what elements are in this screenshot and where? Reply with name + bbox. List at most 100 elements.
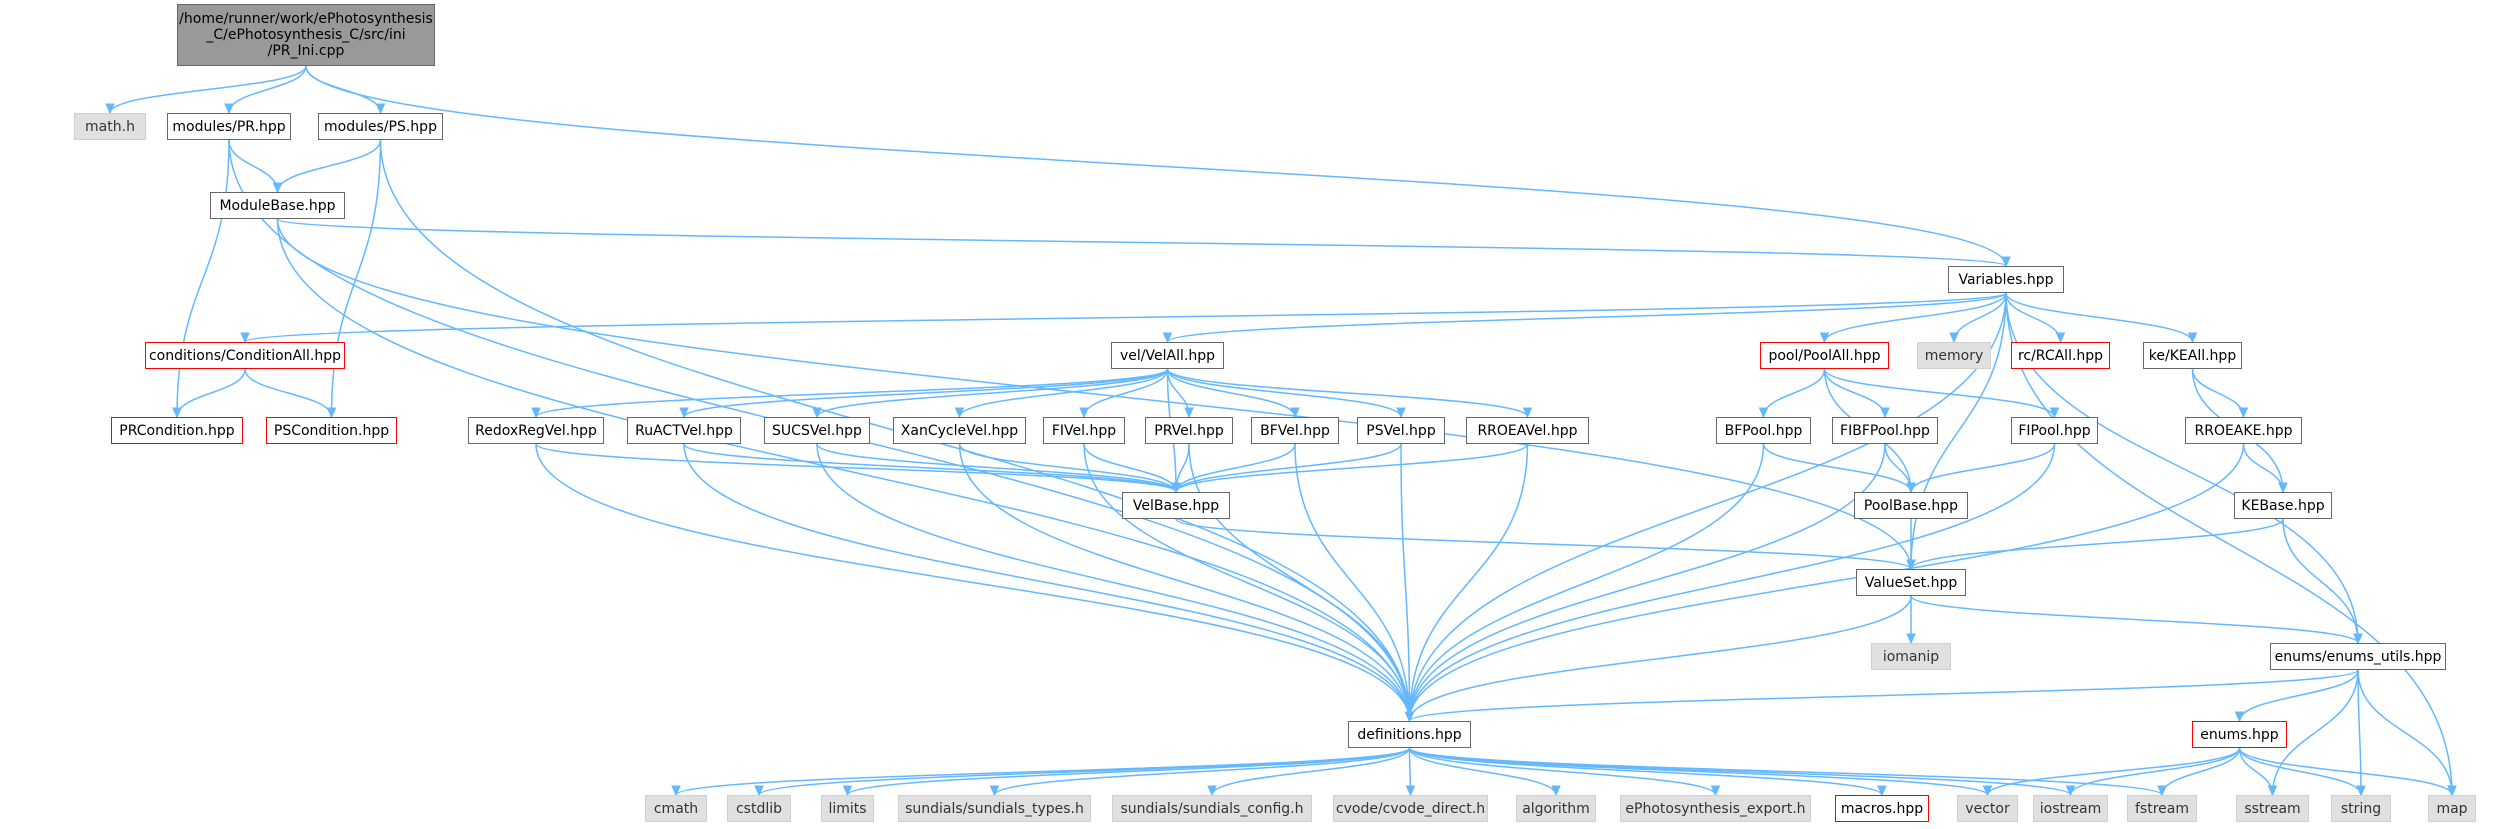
- edge-arrowhead-definitions-to-limits: [842, 785, 853, 797]
- edge-definitions-to-fstream: [1408, 747, 2163, 796]
- modulebase-node[interactable]: ModuleBase.hpp: [210, 192, 345, 219]
- edge-variables-to-poolall: [1823, 292, 2007, 343]
- edge-kebase-to-enums_utils: [2282, 518, 2359, 644]
- edge-velall-to-sucsvel: [816, 368, 1169, 418]
- edge-poolall-to-fipool: [1823, 368, 2056, 418]
- edge-enums_utils-to-map: [2357, 669, 2453, 796]
- edge-variables-to-definitions: [1408, 292, 2007, 722]
- edge-modulebase-to-variables: [276, 218, 2007, 267]
- rc-all-node[interactable]: rc/RCAll.hpp: [2011, 342, 2110, 369]
- ke-base-node[interactable]: KEBase.hpp: [2234, 492, 2332, 519]
- rroea-vel-node[interactable]: RROEAVel.hpp: [1466, 417, 1589, 444]
- rroea-ke-node[interactable]: RROEAKE.hpp: [2185, 417, 2302, 444]
- edge-arrowhead-definitions-to-sundials_types: [989, 785, 1000, 797]
- edge-sucsvel-to-definitions: [816, 443, 1411, 722]
- condition-all-node[interactable]: conditions/ConditionAll.hpp: [145, 342, 345, 369]
- ps-condition-node[interactable]: PSCondition.hpp: [266, 417, 397, 444]
- edge-velall-to-rroeavel: [1166, 368, 1529, 418]
- cmath-node: cmath: [645, 795, 707, 822]
- sucs-vel-node[interactable]: SUCSVel.hpp: [764, 417, 870, 444]
- edge-variables-to-velall: [1166, 292, 2007, 343]
- edge-definitions-to-sundials_config: [1211, 747, 1411, 796]
- edge-arrowhead-fipool-to-poolbase: [1906, 482, 1916, 494]
- value-set-node[interactable]: ValueSet.hpp: [1856, 569, 1966, 596]
- ps-vel-node[interactable]: PSVel.hpp: [1357, 417, 1445, 444]
- edge-redoxregvel-to-velbase: [535, 443, 1177, 493]
- edge-fipool-to-definitions: [1408, 443, 2056, 722]
- edge-fibfpool-to-poolbase: [1884, 443, 1912, 493]
- edge-arrowhead-definitions-to-export_h: [1710, 785, 1721, 797]
- pool-all-node[interactable]: pool/PoolAll.hpp: [1760, 342, 1889, 369]
- edge-arrowhead-enums-to-map: [2447, 785, 2457, 797]
- edge-arrowhead-enums_utils-to-definitions: [1404, 711, 1415, 723]
- bf-pool-node[interactable]: BFPool.hpp: [1716, 417, 1811, 444]
- edge-conditionall-to-prcondition: [176, 368, 246, 418]
- redox-reg-vel-node[interactable]: RedoxRegVel.hpp: [468, 417, 604, 444]
- bf-vel-node[interactable]: BFVel.hpp: [1251, 417, 1339, 444]
- edge-arrowhead-definitions-to-iostream: [2065, 785, 2076, 797]
- edge-arrowhead-poolall-to-bfpool: [1758, 407, 1769, 419]
- edge-enums_utils-to-enums: [2238, 669, 2359, 722]
- edge-arrowhead-conditionall-to-prcondition: [172, 407, 182, 419]
- enums-utils-node[interactable]: enums/enums_utils.hpp: [2270, 643, 2446, 670]
- edge-arrowhead-variables-to-keall: [2187, 332, 2198, 344]
- edge-arrowhead-variables-to-poolall: [1819, 332, 1830, 344]
- edge-arrowhead-enums-to-string: [2356, 785, 2366, 797]
- edge-arrowhead-rroeavel-to-velbase: [1171, 482, 1181, 494]
- fi-pool-node[interactable]: FIPool.hpp: [2011, 417, 2098, 444]
- edge-definitions-to-macros: [1408, 747, 1883, 796]
- edge-modulebase-to-valueset: [276, 218, 1912, 570]
- ruact-vel-node[interactable]: RuACTVel.hpp: [627, 417, 741, 444]
- edge-arrowhead-definitions-to-sundials_config: [1207, 785, 1217, 797]
- edge-definitions-to-vector: [1408, 747, 1989, 796]
- edge-modules_pr-to-prcondition: [176, 139, 230, 418]
- edge-ruactvel-to-definitions: [683, 443, 1411, 722]
- map-node: map: [2428, 795, 2476, 822]
- edge-arrowhead-variables-to-memory: [1949, 332, 1959, 344]
- edge-definitions-to-iostream: [1408, 747, 2072, 796]
- edge-ruactvel-to-velbase: [683, 443, 1177, 493]
- vel-all-node[interactable]: vel/VelAll.hpp: [1111, 342, 1224, 369]
- definitions-node[interactable]: definitions.hpp: [1348, 721, 1471, 748]
- edge-arrowhead-root-to-modules_ps: [375, 103, 386, 115]
- modules-ps-node[interactable]: modules/PS.hpp: [318, 113, 443, 140]
- edge-psvel-to-velbase: [1175, 443, 1402, 493]
- export-h-node: ePhotosynthesis_export.h: [1620, 795, 1811, 822]
- edge-valueset-to-definitions: [1408, 595, 1912, 722]
- edge-arrowhead-modulebase-to-variables: [2001, 256, 2011, 268]
- edge-arrowhead-modules_ps-to-modulebase: [272, 182, 283, 194]
- edge-arrowhead-definitions-to-fstream: [2157, 785, 2167, 797]
- variables-node[interactable]: Variables.hpp: [1948, 266, 2064, 293]
- edge-valueset-to-enums_utils: [1910, 595, 2359, 644]
- edge-arrowhead-definitions-to-algorithm: [1551, 785, 1561, 797]
- fibf-pool-node[interactable]: FIBFPool.hpp: [1832, 417, 1938, 444]
- edge-bfpool-to-poolbase: [1762, 443, 1912, 493]
- vector-node: vector: [1957, 795, 2018, 822]
- macros-node[interactable]: macros.hpp: [1835, 795, 1929, 822]
- edge-arrowhead-velall-to-rroeavel: [1522, 407, 1533, 419]
- edge-velall-to-xancyclevel: [958, 368, 1169, 418]
- modules-pr-node[interactable]: modules/PR.hpp: [167, 113, 291, 140]
- edge-velall-to-ruactvel: [683, 368, 1169, 418]
- edge-sucsvel-to-velbase: [816, 443, 1177, 493]
- xan-cycle-vel-node[interactable]: XanCycleVel.hpp: [893, 417, 1026, 444]
- fi-vel-node[interactable]: FIVel.hpp: [1043, 417, 1125, 444]
- limits-node: limits: [821, 795, 874, 822]
- edge-root-to-variables: [305, 65, 2007, 267]
- edge-keall-to-rroeake: [2191, 368, 2245, 418]
- edge-fipool-to-poolbase: [1910, 443, 2056, 493]
- pool-base-node[interactable]: PoolBase.hpp: [1854, 492, 1968, 519]
- pr-condition-node[interactable]: PRCondition.hpp: [111, 417, 243, 444]
- root-label-line-3: /PR_Ini.cpp: [267, 43, 345, 59]
- edge-psvel-to-definitions: [1400, 443, 1411, 722]
- edge-arrowhead-variables-to-velall: [1162, 332, 1173, 344]
- vel-base-node[interactable]: VelBase.hpp: [1122, 492, 1230, 519]
- pr-vel-node[interactable]: PRVel.hpp: [1145, 417, 1233, 444]
- ke-all-node[interactable]: ke/KEAll.hpp: [2143, 342, 2242, 369]
- enums-node[interactable]: enums.hpp: [2192, 721, 2287, 748]
- edge-arrowhead-root-to-modules_pr: [224, 103, 234, 115]
- edge-definitions-to-limits: [846, 747, 1411, 796]
- edge-arrowhead-enums-to-sstream: [2267, 785, 2278, 797]
- edge-variables-to-valueset: [1910, 292, 2007, 570]
